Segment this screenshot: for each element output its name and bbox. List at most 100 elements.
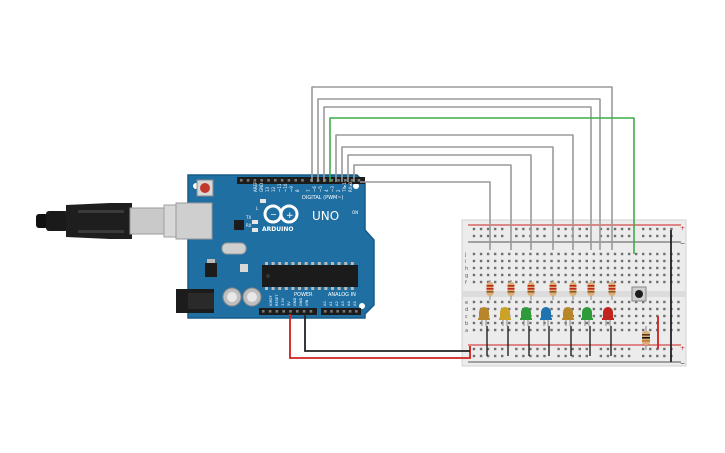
breadboard-hole: [663, 307, 666, 311]
breadboard-hole: [501, 354, 504, 358]
svg-text:7: 7: [306, 189, 311, 192]
breadboard-hole: [522, 252, 525, 256]
breadboard-hole: [486, 280, 490, 284]
header-hole: [294, 179, 297, 182]
breadboard-hole: [486, 354, 490, 358]
push-button[interactable]: [631, 286, 647, 302]
breadboard-hole: [585, 234, 588, 238]
led[interactable]: [603, 307, 613, 319]
breadboard-hole: [649, 227, 652, 231]
breadboard-hole: [479, 252, 483, 256]
breadboard-hole: [620, 280, 624, 284]
breadboard-hole: [557, 300, 560, 304]
svg-text:~6: ~6: [312, 186, 317, 192]
svg-text:GND: GND: [293, 298, 297, 306]
svg-text:f: f: [465, 280, 467, 286]
leds[interactable]: [478, 307, 614, 326]
svg-text:a: a: [465, 328, 468, 334]
svg-text:c: c: [465, 314, 468, 320]
breadboard-hole: [515, 307, 518, 311]
breadboard-hole: [550, 314, 553, 318]
breadboard-hole: [479, 266, 483, 270]
breadboard-hole: [550, 321, 553, 325]
breadboard-hole: [585, 347, 588, 351]
header-hole: [240, 179, 243, 182]
breadboard-hole: [493, 227, 497, 231]
breadboard-hole: [571, 307, 574, 311]
breadboard-hole: [515, 273, 518, 277]
breadboard-hole: [656, 273, 659, 277]
infinity-logo-icon: − +: [263, 204, 299, 224]
breadboard-hole: [557, 234, 560, 238]
breadboard-hole: [642, 300, 645, 304]
analog-header[interactable]: [321, 308, 361, 315]
breadboard-hole: [606, 266, 610, 270]
breadboard-hole: [627, 280, 631, 284]
breadboard-hole: [634, 314, 638, 318]
brand-label: ARDUINO: [262, 226, 293, 233]
breadboard-hole: [564, 234, 567, 238]
breadboard-hole: [620, 252, 624, 256]
breadboard-hole: [571, 273, 574, 277]
led[interactable]: [479, 307, 489, 319]
arduino-uno-board[interactable]: − + ARDUINO UNO L TX RX ON DIGITAL (PWM~…: [175, 174, 375, 319]
header-hole: [289, 310, 292, 313]
svg-text:~3: ~3: [330, 186, 335, 192]
breadboard-hole: [642, 259, 645, 263]
svg-text:~5: ~5: [318, 186, 323, 192]
breadboard-hole: [642, 354, 645, 358]
breadboard-hole: [642, 314, 645, 318]
wire-gray: [335, 134, 574, 250]
breadboard-hole: [613, 328, 617, 332]
breadboard-hole: [677, 273, 680, 277]
led[interactable]: [500, 307, 510, 319]
breadboard-hole: [536, 273, 539, 277]
svg-text:VIN: VIN: [305, 299, 309, 306]
breadboard-hole: [627, 314, 631, 318]
l-label: L: [256, 206, 259, 211]
breadboard-hole: [486, 273, 490, 277]
breadboard-hole: [620, 321, 624, 325]
svg-text:5V: 5V: [287, 301, 291, 306]
breadboard-hole: [522, 227, 525, 231]
breadboard-hole: [642, 273, 645, 277]
breadboard-hole: [677, 259, 680, 263]
breadboard-hole: [472, 307, 476, 311]
led[interactable]: [582, 307, 592, 319]
digital-header[interactable]: [237, 177, 365, 184]
breadboard-hole: [557, 259, 560, 263]
breadboard-hole: [634, 321, 638, 325]
breadboard-hole: [493, 252, 497, 256]
breadboard-hole: [493, 328, 497, 332]
breadboard-hole: [493, 234, 497, 238]
led[interactable]: [541, 307, 551, 319]
reset-button[interactable]: [196, 179, 214, 197]
breadboard-hole: [571, 266, 574, 270]
breadboard-hole: [627, 347, 631, 351]
breadboard-hole: [486, 252, 490, 256]
power-header[interactable]: [259, 308, 317, 315]
wire-green: [329, 117, 635, 254]
breadboard-hole: [472, 314, 476, 318]
breadboard-hole: [493, 354, 497, 358]
signal-wires[interactable]: [311, 86, 635, 254]
rail-plus-label: +: [680, 225, 685, 232]
breadboard-hole: [536, 314, 539, 318]
breadboard-hole: [501, 321, 504, 325]
breadboard-hole: [656, 259, 659, 263]
power-wires[interactable]: [289, 230, 672, 362]
header-hole: [336, 310, 339, 313]
breadboard-hole: [536, 234, 539, 238]
on-label: ON: [352, 210, 358, 215]
led[interactable]: [563, 307, 573, 319]
breadboard-hole: [564, 347, 567, 351]
breadboard-hole: [564, 354, 567, 358]
breadboard-hole: [529, 273, 532, 277]
breadboard-hole: [564, 266, 567, 270]
header-hole: [355, 310, 358, 313]
breadboard-hole: [493, 280, 497, 284]
breadboard-hole: [543, 252, 546, 256]
led[interactable]: [521, 307, 531, 319]
wire-red-5v: [289, 314, 471, 359]
